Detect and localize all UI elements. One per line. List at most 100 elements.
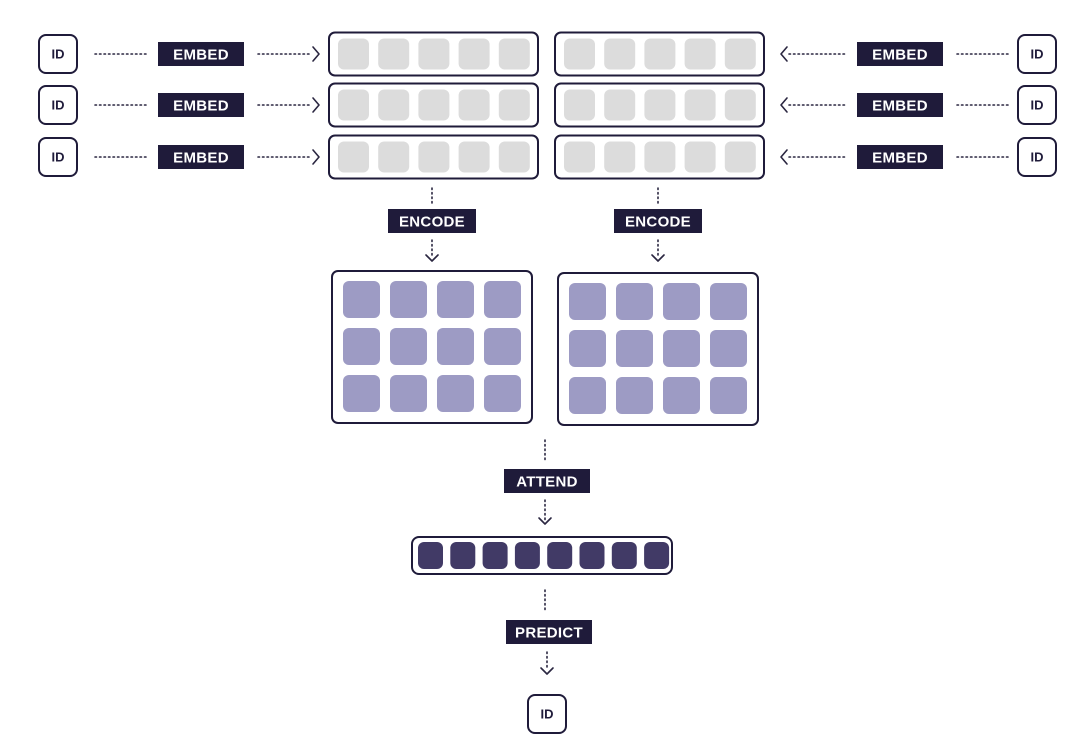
input-id-left-3: ID bbox=[38, 137, 78, 177]
embed-label-right-2-text: EMBED bbox=[872, 98, 928, 115]
id-box-label: ID bbox=[1031, 98, 1044, 113]
encoded-cell bbox=[663, 283, 700, 320]
embed-label-left-1-text: EMBED bbox=[173, 47, 229, 64]
embed-label-left-2-text: EMBED bbox=[173, 98, 229, 115]
embedding-cell bbox=[684, 38, 716, 70]
id-box-frame bbox=[38, 34, 78, 74]
id-box-label: ID bbox=[541, 707, 554, 722]
embed-label-left-2: EMBED bbox=[158, 93, 244, 117]
embed-label-left-3: EMBED bbox=[158, 145, 244, 169]
embedding-cell bbox=[644, 141, 676, 173]
embedding-cell bbox=[418, 38, 450, 70]
embedding-row-left-2 bbox=[328, 82, 539, 128]
embedding-cell bbox=[724, 38, 756, 70]
encoded-cell bbox=[390, 328, 427, 365]
embed-label-right-3: EMBED bbox=[857, 145, 943, 169]
embedding-row-left-3 bbox=[328, 134, 539, 180]
embedding-cell bbox=[338, 38, 369, 70]
encoded-cell bbox=[484, 328, 521, 365]
embed-label-left-1: EMBED bbox=[158, 42, 244, 66]
arrowhead-down-icon bbox=[538, 517, 552, 525]
id-box-label: ID bbox=[1031, 150, 1044, 165]
embed-label-left-1-bg bbox=[158, 42, 244, 66]
embedding-cell bbox=[724, 141, 756, 173]
embedding-row-right-2 bbox=[554, 82, 765, 128]
attended-cell bbox=[579, 542, 605, 569]
id-box-frame bbox=[38, 85, 78, 125]
embedding-cell bbox=[418, 89, 450, 121]
embedding-cell bbox=[604, 141, 636, 173]
encoded-cell bbox=[484, 375, 521, 412]
encoded-cell bbox=[343, 328, 380, 365]
encoded-cell bbox=[343, 375, 380, 412]
arrowhead-right-icon bbox=[312, 46, 320, 62]
embedding-cell bbox=[338, 89, 369, 121]
id-box-frame bbox=[1017, 85, 1057, 125]
encoded-cell bbox=[437, 328, 474, 365]
embedding-row-right-1 bbox=[554, 31, 765, 77]
encoded-cell bbox=[484, 281, 521, 318]
encoded-cell bbox=[616, 377, 653, 414]
predict-label-text: PREDICT bbox=[515, 625, 583, 642]
embed-label-right-1-bg bbox=[857, 42, 943, 66]
arrowhead-left-icon bbox=[780, 149, 788, 165]
encoded-cell bbox=[710, 283, 747, 320]
input-id-right-3: ID bbox=[1017, 137, 1057, 177]
encoded-frame bbox=[331, 270, 533, 424]
embed-label-right-2-bg bbox=[857, 93, 943, 117]
encoded-cell bbox=[710, 377, 747, 414]
arrowhead-left-icon bbox=[780, 46, 788, 62]
attended-cell bbox=[644, 542, 670, 569]
encoded-cell bbox=[710, 330, 747, 367]
embedding-cell bbox=[458, 89, 490, 121]
encoded-grid-left bbox=[331, 270, 533, 424]
input-id-right-1: ID bbox=[1017, 34, 1057, 74]
input-id-right-2: ID bbox=[1017, 85, 1057, 125]
arrowhead-right-icon bbox=[312, 149, 320, 165]
encode-label-right-text: ENCODE bbox=[625, 214, 691, 231]
embedding-cell bbox=[724, 89, 756, 121]
encode-label-left-bg bbox=[388, 209, 476, 233]
embedding-cell bbox=[564, 141, 595, 173]
predict-label: PREDICT bbox=[506, 620, 592, 644]
id-box-frame bbox=[38, 137, 78, 177]
embedding-cell bbox=[644, 38, 676, 70]
embedding-cell bbox=[604, 89, 636, 121]
encoded-grid-right bbox=[557, 272, 759, 426]
id-box-label: ID bbox=[52, 47, 65, 62]
embedding-cell bbox=[564, 89, 595, 121]
embedding-cell bbox=[498, 89, 530, 121]
attended-cell bbox=[547, 542, 573, 569]
embed-label-left-3-bg bbox=[158, 145, 244, 169]
encoded-cell bbox=[663, 377, 700, 414]
id-box-frame bbox=[1017, 34, 1057, 74]
encoded-cell bbox=[569, 283, 606, 320]
embedding-cell bbox=[684, 89, 716, 121]
input-id-left-2: ID bbox=[38, 85, 78, 125]
embedding-cell bbox=[644, 89, 676, 121]
encoded-cell bbox=[569, 377, 606, 414]
attended-cell bbox=[482, 542, 508, 569]
embedding-row-left-1 bbox=[328, 31, 539, 77]
encoded-cell bbox=[343, 281, 380, 318]
attended-cell bbox=[418, 542, 443, 569]
encoded-cell bbox=[437, 375, 474, 412]
input-id-left-1: ID bbox=[38, 34, 78, 74]
encode-label-left: ENCODE bbox=[388, 209, 476, 233]
attend-label-text: ATTEND bbox=[516, 474, 578, 491]
embedding-cell bbox=[498, 38, 530, 70]
arrowhead-down-icon bbox=[425, 254, 439, 262]
arrowhead-left-icon bbox=[780, 97, 788, 113]
embedding-cell bbox=[458, 38, 490, 70]
id-box-label: ID bbox=[52, 150, 65, 165]
embedding-cell bbox=[684, 141, 716, 173]
attend-label: ATTEND bbox=[504, 469, 590, 493]
attended-cell bbox=[450, 542, 476, 569]
encode-label-right: ENCODE bbox=[614, 209, 702, 233]
embedding-cell bbox=[564, 38, 595, 70]
encode-label-right-bg bbox=[614, 209, 702, 233]
attended-row bbox=[411, 536, 673, 575]
embed-label-right-3-bg bbox=[857, 145, 943, 169]
embed-label-right-2: EMBED bbox=[857, 93, 943, 117]
encoded-cell bbox=[616, 330, 653, 367]
